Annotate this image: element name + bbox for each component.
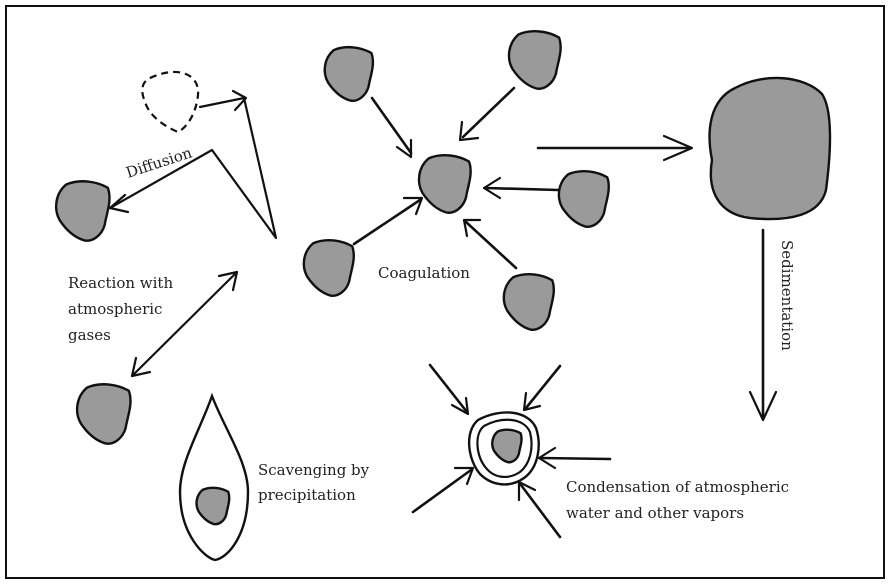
cond-arrowhead-1 [452, 398, 468, 414]
reaction-label-line2: atmospheric [68, 300, 162, 318]
condensation-group: Condensation of atmospheric water and ot… [413, 365, 789, 537]
large-particle [710, 78, 830, 219]
coag-particle-top-left [325, 47, 373, 101]
coag-particle-top-right [509, 31, 561, 88]
coag-particle-left [304, 240, 354, 296]
coagulation-group: Coagulation [304, 31, 609, 330]
reaction-label-line1: Reaction with [68, 274, 173, 292]
diffusion-label: Diffusion [124, 143, 195, 181]
scavenging-label-line1: Scavenging by [258, 461, 370, 479]
scavenging-label-line2: precipitation [258, 486, 356, 504]
diffusion-group: Diffusion [56, 72, 276, 241]
condensation-label-line2: water and other vapors [566, 504, 744, 522]
coagulation-label: Coagulation [378, 264, 470, 282]
reaction-particle [77, 384, 130, 443]
reaction-label-line3: gases [68, 326, 111, 344]
cond-arrow-1 [430, 365, 467, 412]
coag-arrow-4 [466, 222, 516, 268]
coag-particle-right [559, 171, 609, 227]
coag-arrow-5 [354, 200, 420, 244]
sedimentation-group: Sedimentation [538, 78, 830, 420]
cond-arrow-3 [541, 458, 610, 459]
diffusion-particle [56, 181, 109, 240]
dashed-particle-outline [142, 72, 198, 132]
coag-particle-center [419, 155, 471, 212]
cond-arrow-4 [413, 470, 471, 512]
raindrop-outline [180, 396, 248, 560]
coag-arrow-3 [486, 188, 558, 190]
coag-arrow-2 [463, 88, 514, 137]
coag-arrow-1 [372, 98, 411, 153]
cond-arrow-5 [521, 485, 560, 537]
cond-arrow-2 [526, 366, 560, 408]
scavenging-group: Scavenging by precipitation [180, 396, 370, 560]
coag-particle-bottom-right [504, 274, 554, 330]
condensation-label-line1: Condensation of atmospheric [566, 478, 789, 496]
sedimentation-label: Sedimentation [778, 240, 796, 351]
